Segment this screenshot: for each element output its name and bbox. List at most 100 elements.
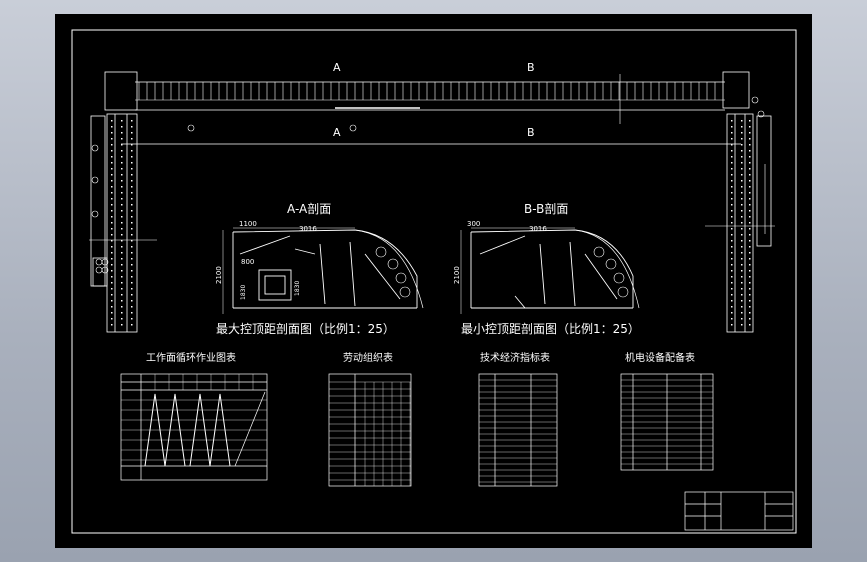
section-aa-dim-left: 1100 bbox=[239, 220, 257, 228]
column-dot bbox=[111, 228, 113, 230]
title-block bbox=[684, 491, 794, 531]
column-dot bbox=[111, 240, 113, 242]
column-dot bbox=[749, 276, 751, 278]
column-dot bbox=[749, 216, 751, 218]
column-dot bbox=[749, 324, 751, 326]
column-dot bbox=[121, 168, 123, 170]
column-dot bbox=[731, 282, 733, 284]
column-dot bbox=[121, 204, 123, 206]
column-dot bbox=[741, 144, 743, 146]
column-dot bbox=[741, 156, 743, 158]
column-dot bbox=[121, 324, 123, 326]
column-dot bbox=[741, 240, 743, 242]
column-dot bbox=[111, 120, 113, 122]
column-dot bbox=[749, 282, 751, 284]
column-dot bbox=[731, 210, 733, 212]
column-dot bbox=[121, 258, 123, 260]
column-dot bbox=[741, 234, 743, 236]
column-dot bbox=[749, 180, 751, 182]
column-dot bbox=[111, 264, 113, 266]
column-dot bbox=[111, 174, 113, 176]
column-dot bbox=[131, 264, 133, 266]
column-dot bbox=[121, 162, 123, 164]
column-dot bbox=[131, 240, 133, 242]
column-dot bbox=[731, 156, 733, 158]
column-dot bbox=[731, 252, 733, 254]
section-bb-dim-left: 300 bbox=[467, 220, 480, 228]
column-dot bbox=[741, 120, 743, 122]
column-dot bbox=[749, 240, 751, 242]
column-dot bbox=[731, 162, 733, 164]
column-dot bbox=[741, 276, 743, 278]
column-dot bbox=[111, 294, 113, 296]
column-dot bbox=[111, 204, 113, 206]
column-dot bbox=[749, 162, 751, 164]
column-dot bbox=[111, 222, 113, 224]
column-dot bbox=[121, 240, 123, 242]
column-dot bbox=[749, 258, 751, 260]
column-dot bbox=[731, 234, 733, 236]
column-dot bbox=[131, 216, 133, 218]
column-dot bbox=[749, 168, 751, 170]
column-dot bbox=[111, 306, 113, 308]
column-dot bbox=[111, 300, 113, 302]
column-dot bbox=[741, 312, 743, 314]
column-dot bbox=[111, 210, 113, 212]
cad-drawing-viewport[interactable]: A A B B 1100 3016 2100 800 1830 1830 300… bbox=[55, 14, 812, 548]
column-dot bbox=[131, 252, 133, 254]
column-dot bbox=[731, 126, 733, 128]
table-equip-title: 机电设备配备表 bbox=[625, 353, 695, 364]
column-dot bbox=[111, 234, 113, 236]
column-dot bbox=[131, 126, 133, 128]
column-dot bbox=[731, 258, 733, 260]
column-dot bbox=[741, 126, 743, 128]
column-dot bbox=[749, 234, 751, 236]
column-dot bbox=[731, 222, 733, 224]
outer-frame bbox=[71, 29, 797, 534]
column-dot bbox=[749, 156, 751, 158]
column-dot bbox=[121, 312, 123, 314]
column-dot bbox=[131, 318, 133, 320]
column-dot bbox=[749, 306, 751, 308]
column-dot bbox=[121, 132, 123, 134]
column-dot bbox=[741, 132, 743, 134]
section-bb-dim-span: 3016 bbox=[529, 225, 547, 233]
table-tech-title: 技术经济指标表 bbox=[480, 353, 550, 364]
column-dot bbox=[131, 276, 133, 278]
column-dot bbox=[111, 198, 113, 200]
column-dot bbox=[131, 120, 133, 122]
left-column-dots bbox=[111, 120, 751, 326]
section-aa-dim-span: 3016 bbox=[299, 225, 317, 233]
column-dot bbox=[731, 318, 733, 320]
column-dot bbox=[749, 138, 751, 140]
column-dot bbox=[731, 276, 733, 278]
column-dot bbox=[731, 246, 733, 248]
column-dot bbox=[731, 144, 733, 146]
column-dot bbox=[111, 288, 113, 290]
column-dot bbox=[121, 270, 123, 272]
column-dot bbox=[741, 246, 743, 248]
column-dot bbox=[749, 288, 751, 290]
column-dot bbox=[749, 210, 751, 212]
column-dot bbox=[111, 162, 113, 164]
column-dot bbox=[131, 306, 133, 308]
column-dot bbox=[731, 300, 733, 302]
column-dot bbox=[121, 300, 123, 302]
column-dot bbox=[121, 276, 123, 278]
section-aa-dim-height: 2100 bbox=[215, 266, 223, 284]
column-dot bbox=[749, 198, 751, 200]
column-dot bbox=[111, 126, 113, 128]
caption-min-section: 最小控顶距剖面图（比例1：25） bbox=[461, 322, 640, 336]
column-dot bbox=[131, 156, 133, 158]
column-dot bbox=[731, 288, 733, 290]
table-cycle-title: 工作面循环作业图表 bbox=[146, 353, 236, 364]
column-dot bbox=[749, 318, 751, 320]
table-labor-title: 劳动组织表 bbox=[343, 353, 393, 364]
column-dot bbox=[121, 288, 123, 290]
column-dot bbox=[731, 174, 733, 176]
table-labor-cells bbox=[329, 381, 411, 486]
column-dot bbox=[121, 282, 123, 284]
column-dot bbox=[731, 270, 733, 272]
column-dot bbox=[121, 138, 123, 140]
column-dot bbox=[121, 198, 123, 200]
